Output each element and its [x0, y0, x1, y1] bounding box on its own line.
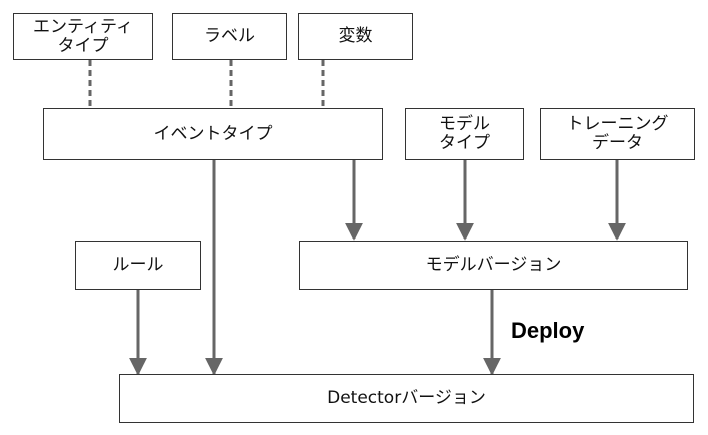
model-type-label: モデル タイプ — [439, 114, 490, 153]
detector-version-node: Detectorバージョン — [119, 374, 694, 423]
variables-label: 変数 — [338, 26, 373, 46]
training-data-label: トレーニング データ — [566, 114, 669, 153]
label-node-label: ラベル — [204, 26, 255, 46]
entity-type-label: エンティティ タイプ — [33, 16, 133, 56]
model-type-node: モデル タイプ — [405, 108, 524, 160]
model-version-label: モデルバージョン — [425, 255, 562, 275]
event-type-label: イベントタイプ — [153, 123, 273, 144]
event-type-node: イベントタイプ — [43, 108, 383, 160]
deploy-edge-label: Deploy — [511, 318, 585, 343]
label-node: ラベル — [172, 13, 287, 60]
training-data-node: トレーニング データ — [540, 108, 695, 160]
rules-node: ルール — [75, 241, 201, 290]
model-version-node: モデルバージョン — [299, 241, 688, 290]
entity-type-node: エンティティ タイプ — [13, 13, 153, 60]
detector-version-label: Detectorバージョン — [327, 388, 486, 408]
variables-node: 変数 — [298, 13, 413, 60]
rules-label: ルール — [112, 255, 164, 275]
